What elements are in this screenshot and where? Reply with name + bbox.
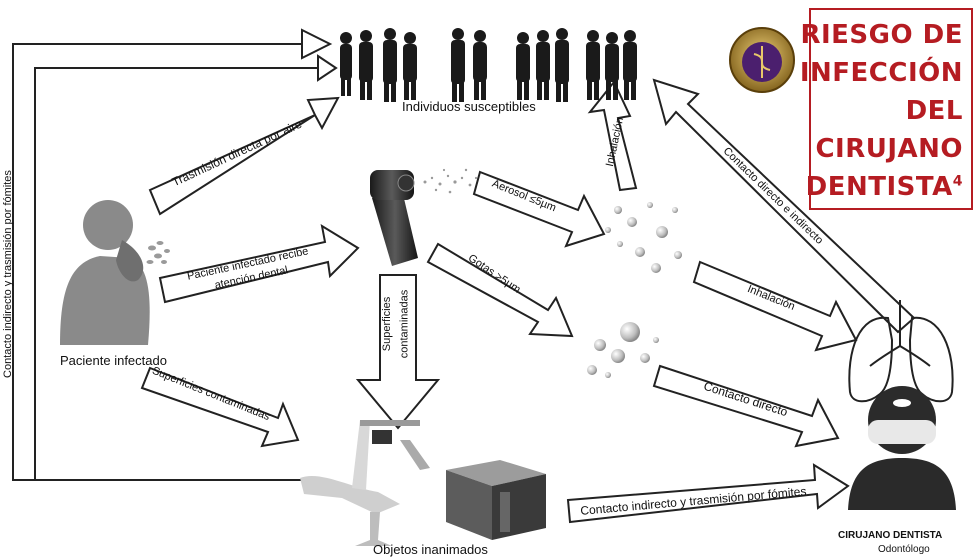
aerosol-particles-icon — [605, 202, 682, 273]
arrow-fomites-bottom — [566, 463, 850, 524]
emblem-icon — [729, 27, 795, 93]
arrow-contacto-directo — [652, 364, 840, 448]
title-line-5: DENTISTA4 — [806, 172, 963, 202]
left-fomites-loop — [12, 43, 330, 481]
dentist-icon — [848, 386, 956, 510]
label-dentist-sub: Odontólogo — [878, 544, 930, 555]
title-line-2: INFECCIÓN — [799, 58, 963, 88]
label-dentist-title: CIRUJANO DENTISTA — [838, 530, 943, 541]
label-patient: Paciente infectado — [60, 353, 167, 368]
label-objects: Objetos inanimados — [373, 542, 488, 557]
loop-arrowheads — [301, 28, 338, 82]
arrow-label-surfaces-v2: contaminadas — [398, 289, 411, 359]
people-group-icon — [340, 28, 637, 102]
title-line-4: CIRUJANO — [815, 134, 963, 164]
arrow-label-fomites-left: Contacto indirecto y trasmisión por fómi… — [1, 170, 14, 378]
dental-chair-icon — [300, 420, 430, 546]
block-arrows — [140, 78, 916, 524]
arrow-aerosol — [472, 170, 606, 248]
dental-handpiece-icon — [370, 168, 478, 266]
label-susceptibles: Individuos susceptibles — [402, 99, 536, 114]
droplets-icon — [587, 322, 659, 378]
title-box: RIESGO DE INFECCIÓN DEL CIRUJANO DENTIST… — [800, 8, 973, 210]
title-superscript: 4 — [952, 173, 963, 190]
arrow-inhalacion-down — [692, 260, 858, 352]
arrow-gotas — [426, 242, 574, 338]
arrow-inhalacion-up — [587, 80, 638, 192]
title-line-3: DEL — [905, 96, 963, 126]
arrow-surfaces-patient — [140, 366, 300, 448]
arrow-label-surfaces-v1: Superficies — [381, 296, 394, 352]
cabinet-icon — [446, 460, 546, 540]
arrow-air — [148, 96, 340, 216]
coughing-patient-icon — [60, 200, 170, 345]
title-line-1: RIESGO DE — [800, 20, 963, 50]
arrow-care — [158, 223, 360, 304]
lungs-icon — [848, 300, 954, 403]
arrow-contacto-di — [652, 78, 916, 334]
title-line-5-text: DENTISTA — [805, 172, 953, 202]
arrow-surfaces-vertical — [355, 274, 441, 430]
